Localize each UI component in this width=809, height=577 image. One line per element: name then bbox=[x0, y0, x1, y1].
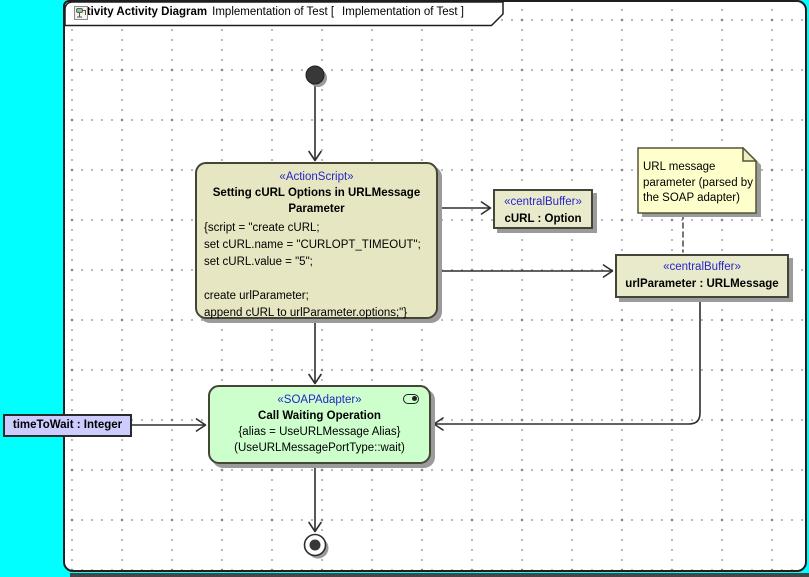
action-name: Call Waiting Operation bbox=[258, 410, 381, 422]
stereotype-label: «centralBuffer» bbox=[504, 196, 582, 208]
frame-title-name: Implementation of Test [ bbox=[212, 6, 335, 18]
note-text-line: parameter (parsed by bbox=[643, 176, 753, 189]
buffer-name: urlParameter : URLMessage bbox=[625, 278, 779, 290]
frame-title-tab[interactable]: activity Activity Diagram Implementation … bbox=[64, 1, 505, 27]
action-node-setting-curl-options[interactable]: «ActionScript» Setting cURL Options in U… bbox=[195, 162, 438, 319]
stereotype-label: «SOAPAdapter» bbox=[277, 394, 362, 406]
script-line: set cURL.value = "5"; bbox=[204, 256, 313, 268]
frame-shadow bbox=[70, 573, 809, 577]
note-shape bbox=[637, 146, 761, 217]
script-line: create urlParameter; bbox=[204, 290, 309, 302]
note-text-line: URL message bbox=[643, 161, 716, 173]
comment-note[interactable]: URL message parameter (parsed by the SOA… bbox=[637, 146, 764, 219]
script-line: set cURL.name = "CURLOPT_TIMEOUT"; bbox=[204, 239, 421, 251]
central-buffer-curl[interactable]: «centralBuffer» cURL : Option bbox=[493, 189, 593, 229]
note-text: URL message parameter (parsed by the SOA… bbox=[643, 160, 753, 207]
note-text-line: the SOAP adapter) bbox=[643, 192, 740, 204]
input-pin-timetowait[interactable]: timeToWait : Integer bbox=[3, 414, 132, 437]
stereotype-label: «ActionScript» bbox=[279, 171, 354, 183]
frame-tab-shape bbox=[64, 1, 504, 27]
action-script-body: {script = "create cURL; set cURL.name = … bbox=[197, 220, 436, 322]
script-line: append cURL to urlParameter.options;"} bbox=[204, 307, 408, 319]
frame-title-kind: activity Activity Diagram bbox=[74, 6, 208, 18]
script-line bbox=[204, 271, 429, 288]
stereotype-label: «centralBuffer» bbox=[663, 261, 741, 273]
buffer-name: cURL : Option bbox=[504, 213, 582, 225]
soap-action-call-waiting-operation[interactable]: «SOAPAdapter» Call Waiting Operation {al… bbox=[208, 385, 431, 464]
call-behavior-icon bbox=[403, 394, 419, 404]
central-buffer-urlparameter[interactable]: «centralBuffer» urlParameter : URLMessag… bbox=[615, 254, 789, 298]
soap-porttype-line: (UseURLMessagePortType::wait) bbox=[234, 442, 405, 454]
frame-title-context: Implementation of Test ] bbox=[342, 6, 464, 18]
action-name: Setting cURL Options in URLMessage Param… bbox=[212, 187, 421, 215]
soap-alias-line: {alias = UseURLMessage Alias} bbox=[238, 426, 401, 438]
frame-title: activity Activity Diagram Implementation … bbox=[74, 6, 464, 20]
pin-label: timeToWait : Integer bbox=[12, 419, 123, 431]
script-line: {script = "create cURL; bbox=[204, 222, 320, 234]
